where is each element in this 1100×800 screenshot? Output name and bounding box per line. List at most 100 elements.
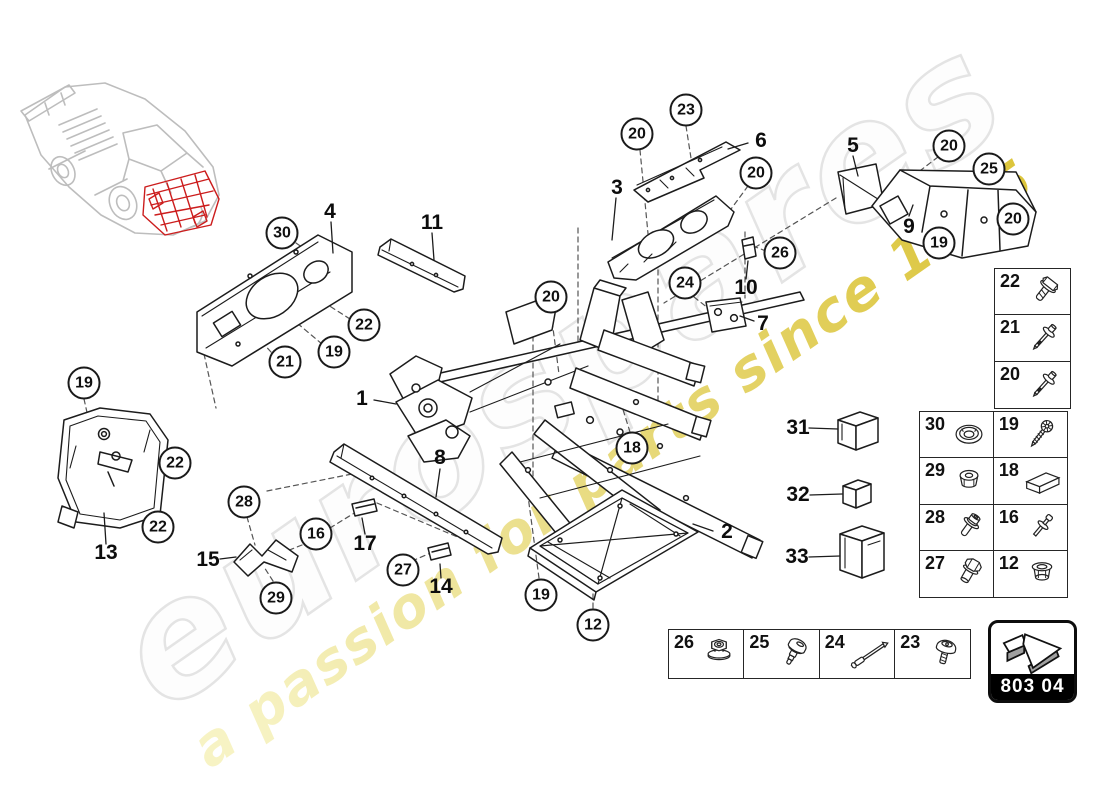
hardware-cell-number: 29	[925, 460, 946, 481]
part-31-box-bracket	[837, 411, 879, 451]
hardware-cell-28[interactable]: 28	[919, 503, 995, 552]
hardware-cell-number: 28	[925, 506, 946, 527]
part-10-clip	[741, 236, 757, 260]
part-label-6: 6	[755, 129, 767, 152]
rivet-pin-icon	[845, 635, 895, 673]
hardware-cell-number: 21	[1000, 317, 1021, 338]
hex-bolt-icon	[944, 555, 994, 593]
callout-22[interactable]: 22	[347, 308, 381, 342]
captive-nut-icon	[1017, 555, 1067, 593]
hardware-cell-20[interactable]: 20	[994, 360, 1071, 409]
callout-28[interactable]: 28	[227, 485, 261, 519]
part-label-7: 7	[757, 312, 769, 335]
callout-19[interactable]: 19	[922, 226, 956, 260]
callout-20[interactable]: 20	[739, 156, 773, 190]
hex-flange-nut-icon	[694, 635, 744, 673]
hardware-cell-19[interactable]: 19	[992, 411, 1069, 459]
part-label-4: 4	[324, 200, 336, 223]
hardware-cell-number: 16	[998, 506, 1019, 527]
part-4-bulkhead-panel	[196, 234, 353, 367]
hardware-cell-25[interactable]: 25	[743, 629, 821, 679]
part-32-cube-spacer	[842, 479, 872, 509]
callout-21[interactable]: 21	[268, 345, 302, 379]
part-6-cover-panel	[633, 141, 741, 203]
part-label-17: 17	[353, 532, 377, 555]
callout-24[interactable]: 24	[668, 266, 702, 300]
rivet-icon	[1020, 366, 1070, 404]
section-code: 803 04	[991, 674, 1074, 700]
direction-arrow-icon	[995, 626, 1071, 678]
part-33-box-spacer	[839, 525, 885, 579]
part-17-clip	[351, 498, 378, 517]
hardware-cell-23[interactable]: 23	[894, 629, 972, 679]
part-2-underbody-tray	[527, 489, 699, 601]
highlighted-frame-region	[142, 170, 220, 236]
part-label-32: 32	[786, 483, 810, 506]
callout-19[interactable]: 19	[67, 366, 101, 400]
part-label-31: 31	[786, 416, 810, 439]
hardware-cell-number: 23	[900, 632, 921, 652]
hardware-cell-12[interactable]: 12	[992, 550, 1069, 599]
callout-27[interactable]: 27	[386, 553, 420, 587]
hardware-cell-26[interactable]: 26	[668, 629, 745, 679]
push-clip-icon	[769, 635, 819, 673]
blind-rivet-icon	[1017, 509, 1067, 547]
callout-20[interactable]: 20	[534, 280, 568, 314]
part-label-14: 14	[429, 575, 453, 598]
hardware-cell-number: 30	[925, 414, 946, 434]
part-9-side-member	[871, 169, 1037, 259]
round-nut-icon	[944, 462, 994, 500]
hardware-cell-number: 12	[998, 553, 1019, 574]
part-label-3: 3	[611, 176, 623, 199]
hardware-cell-16[interactable]: 16	[992, 503, 1069, 552]
hardware-cell-29[interactable]: 29	[919, 457, 995, 506]
hardware-cell-30[interactable]: 30	[919, 411, 995, 459]
washer-bolt-icon	[944, 509, 994, 547]
callout-16[interactable]: 16	[299, 517, 333, 551]
callout-30[interactable]: 30	[265, 216, 299, 250]
hardware-cell-21[interactable]: 21	[994, 314, 1071, 363]
spacer-block-icon	[1017, 462, 1067, 500]
section-code-badge[interactable]: 803 04	[988, 620, 1077, 703]
rivet-icon	[1020, 319, 1070, 357]
callout-12[interactable]: 12	[576, 608, 610, 642]
hardware-cell-number: 22	[1000, 271, 1021, 291]
mushroom-bolt-icon	[920, 635, 970, 673]
hex-flange-bolt-icon	[1020, 273, 1070, 311]
part-15-bracket	[233, 539, 299, 577]
callout-19[interactable]: 19	[524, 578, 558, 612]
hardware-cell-27[interactable]: 27	[919, 550, 995, 599]
callout-18[interactable]: 18	[615, 431, 649, 465]
callout-19[interactable]: 19	[317, 335, 351, 369]
part-8-sill-member	[329, 443, 503, 555]
hardware-cell-number: 27	[925, 553, 946, 574]
hardware-cell-24[interactable]: 24	[818, 629, 896, 679]
part-label-11: 11	[420, 211, 444, 234]
part-7-bracket	[705, 297, 747, 333]
callout-20[interactable]: 20	[932, 129, 966, 163]
callout-22[interactable]: 22	[141, 510, 175, 544]
leader-lines-solid	[103, 142, 914, 579]
part-label-13: 13	[94, 541, 118, 564]
hardware-cell-number: 20	[1000, 363, 1021, 384]
part-label-10: 10	[734, 276, 758, 299]
callout-23[interactable]: 23	[669, 93, 703, 127]
hardware-cell-18[interactable]: 18	[992, 457, 1069, 506]
part-label-9: 9	[903, 215, 915, 238]
hardware-cell-number: 24	[824, 632, 845, 652]
hardware-cell-number: 19	[998, 414, 1019, 434]
callout-20[interactable]: 20	[620, 117, 654, 151]
star-screw-icon	[1017, 416, 1067, 454]
callout-26[interactable]: 26	[763, 236, 797, 270]
part-label-15: 15	[196, 548, 220, 571]
part-14-clip	[427, 542, 452, 561]
callout-29[interactable]: 29	[259, 581, 293, 615]
hardware-cell-number: 26	[674, 632, 695, 652]
hardware-cell-22[interactable]: 22	[994, 268, 1071, 316]
callout-22[interactable]: 22	[158, 446, 192, 480]
part-label-33: 33	[785, 545, 809, 568]
callout-25[interactable]: 25	[972, 152, 1006, 186]
part-3-cross-panel	[607, 195, 735, 281]
callout-20[interactable]: 20	[996, 202, 1030, 236]
